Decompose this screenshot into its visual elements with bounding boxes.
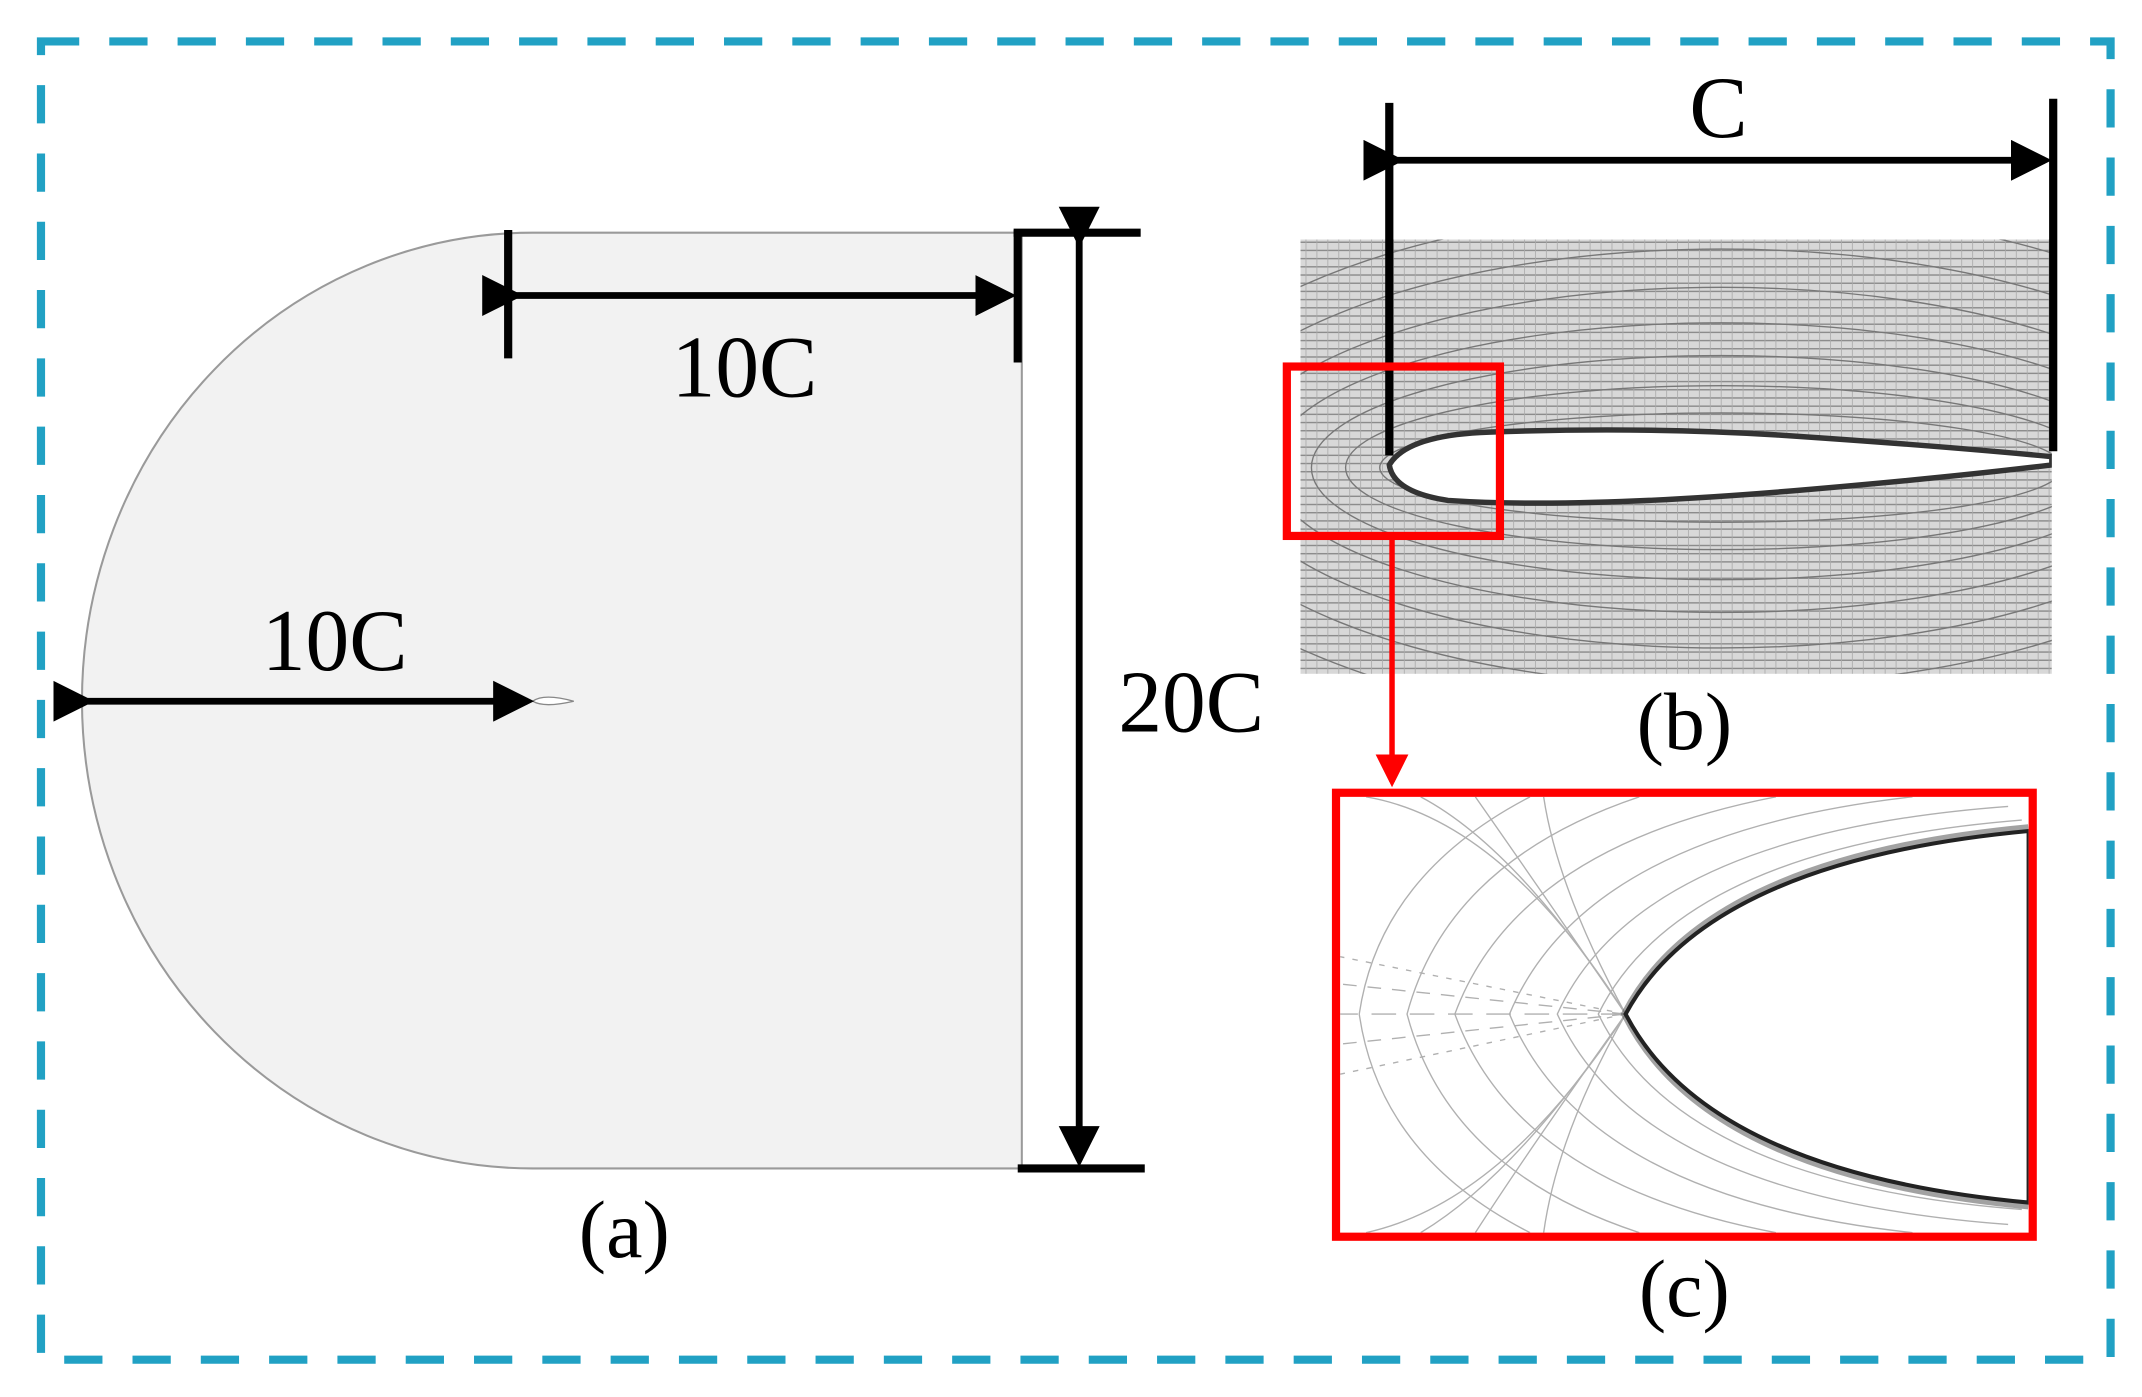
panel-c-leading-edge-zoom: (c): [1331, 788, 2037, 1334]
chord-label: C: [1689, 59, 1747, 156]
leading-edge-shape: [1623, 828, 2029, 1205]
airfoil-icon: [531, 696, 574, 706]
panel-a-domain: 10C 10C 20C (a): [53, 206, 1264, 1275]
panel-b-airfoil-mesh: C (b): [1282, 59, 2058, 788]
top-dimension-label: 10C: [672, 319, 818, 416]
panel-b-caption: (b): [1637, 676, 1733, 767]
leading-edge-zoom-frame: [1331, 788, 2037, 1241]
height-dimension-label: 20C: [1118, 653, 1264, 750]
panel-c-caption: (c): [1639, 1243, 1730, 1334]
left-dimension-label: 10C: [262, 592, 408, 689]
dashed-frame: [36, 37, 2115, 1364]
airfoil-shape: [1386, 427, 2052, 506]
panel-a-caption: (a): [579, 1184, 670, 1275]
